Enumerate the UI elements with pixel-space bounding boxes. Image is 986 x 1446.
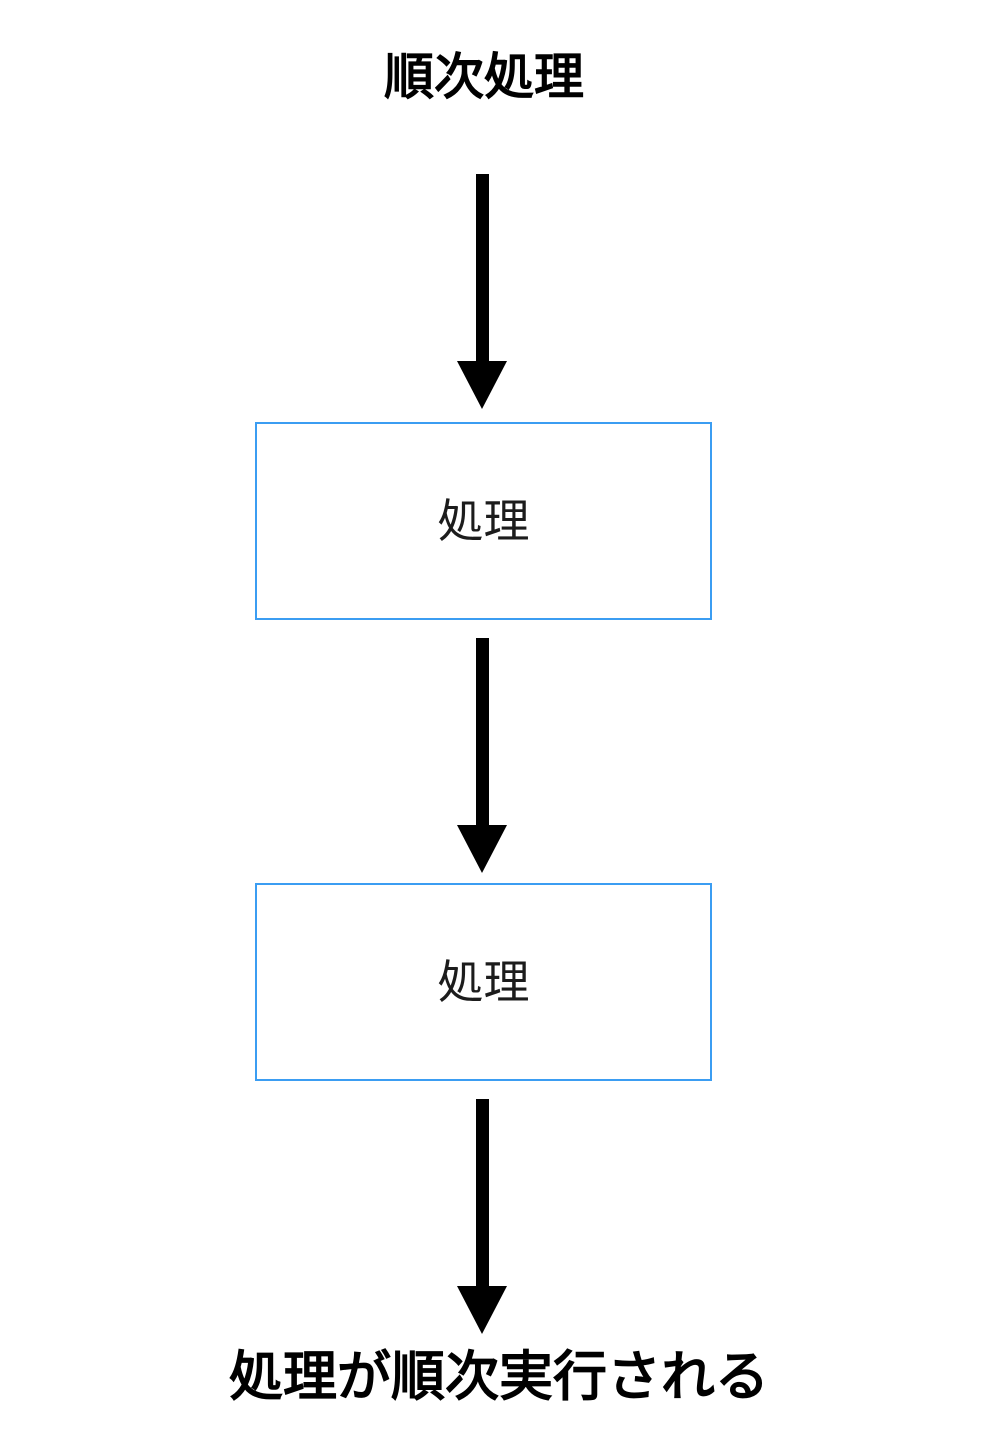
arrow-head <box>457 825 507 873</box>
arrow-shaft <box>475 174 489 361</box>
down-arrow-icon <box>457 174 507 409</box>
arrow-head <box>457 1286 507 1334</box>
arrow-shaft <box>475 1099 489 1286</box>
down-arrow-icon <box>457 1099 507 1334</box>
process-node: 処理 <box>255 883 712 1081</box>
diagram-title: 順次処理 <box>384 49 584 105</box>
arrow-shaft <box>475 638 489 825</box>
process-node-label: 処理 <box>437 956 530 1008</box>
process-node: 処理 <box>255 422 712 620</box>
diagram-caption: 処理が順次実行される <box>229 1347 769 1407</box>
process-node-label: 処理 <box>437 495 530 547</box>
arrow-head <box>457 361 507 409</box>
down-arrow-icon <box>457 638 507 873</box>
